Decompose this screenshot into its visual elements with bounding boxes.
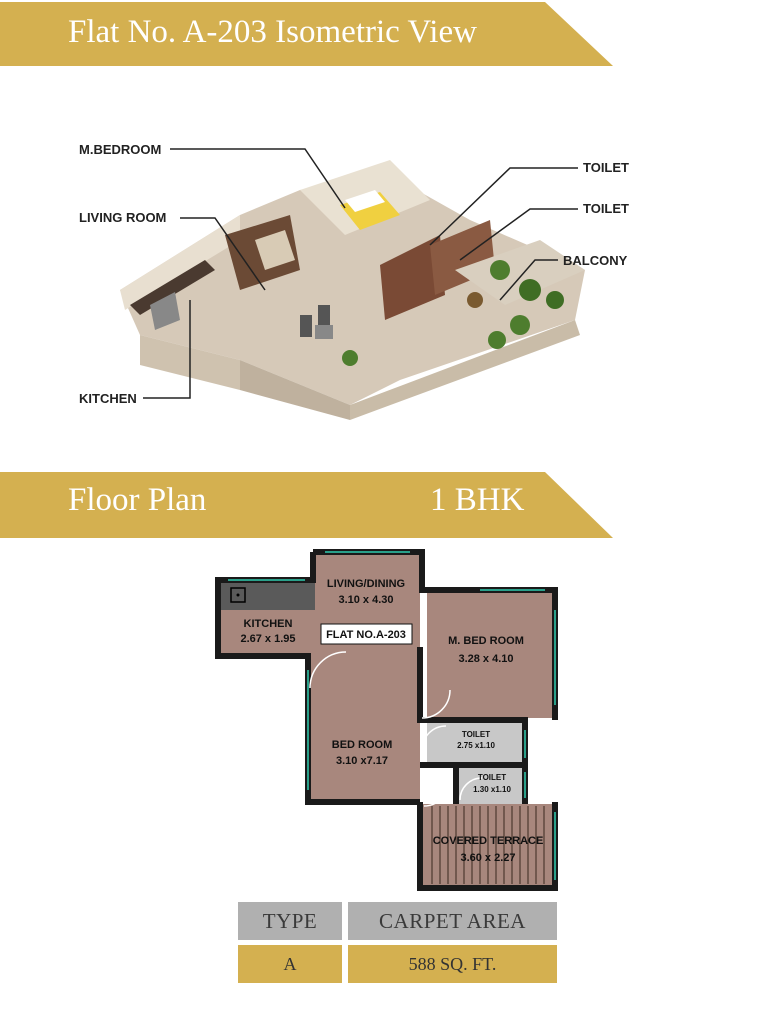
iso-dining-chair — [318, 305, 330, 327]
toilet-1-name: TOILET — [462, 730, 490, 739]
iso-plant — [488, 331, 506, 349]
spec-header-type: TYPE — [238, 902, 342, 940]
iso-front-wall-2 — [240, 360, 350, 420]
master-bedroom-name: M. BED ROOM — [448, 635, 524, 647]
floor-plan-banner: Floor Plan 1 BHK — [0, 472, 615, 538]
leader-living — [180, 217, 266, 291]
bedroom-size: 3.10 x7.17 — [336, 755, 388, 767]
plan-windows — [228, 551, 556, 880]
iso-dining-table — [315, 325, 333, 339]
iso-kitchen-appliance — [150, 292, 180, 330]
living-dining-name: LIVING/DINING — [327, 578, 405, 590]
callout-living-room: LIVING ROOM — [79, 210, 167, 225]
iso-plant — [519, 279, 541, 301]
spec-value-type: A — [238, 945, 342, 983]
callout-balcony: BALCONY — [563, 253, 628, 268]
toilet-1-size: 2.75 x1.10 — [457, 741, 495, 750]
flat-label: FLAT NO.A-203 — [326, 629, 406, 641]
callout-toilet-1: TOILET — [583, 160, 629, 175]
leader-toilet-1 — [429, 167, 578, 246]
iso-kitchen-wall — [120, 215, 240, 310]
terrace-hatching — [431, 806, 545, 884]
leader-toilet-2 — [459, 208, 578, 261]
kitchen-sink-drain — [236, 593, 240, 597]
spec-header-carpet-area: CARPET AREA — [348, 902, 557, 940]
kitchen-name: KITCHEN — [244, 618, 293, 630]
kitchen-sink-icon — [230, 587, 246, 603]
leader-m-bedroom — [170, 148, 346, 209]
room-bedroom — [308, 647, 420, 802]
floor-plan-title: Floor Plan — [68, 482, 207, 518]
iso-balcony — [455, 240, 585, 305]
iso-plant — [490, 260, 510, 280]
toilet-2-size: 1.30 x1.10 — [473, 785, 511, 794]
toilet-2-name: TOILET — [478, 773, 506, 782]
bedroom-name: BED ROOM — [332, 739, 393, 751]
terrace-name: COVERED TERRACE — [433, 835, 544, 847]
room-toilet-1 — [427, 722, 522, 762]
plan-doors — [309, 651, 483, 807]
floor-plan-drawing: FLAT NO.A-203 LIVING/DINING 3.10 x 4.30 … — [215, 549, 558, 891]
iso-living-table — [255, 230, 295, 270]
leader-kitchen — [143, 300, 191, 399]
room-master-bedroom — [427, 590, 552, 718]
callout-kitchen: KITCHEN — [79, 391, 137, 406]
iso-front-wall-3 — [350, 320, 580, 420]
kitchen-size: 2.67 x 1.95 — [240, 633, 295, 645]
leader-balcony — [499, 259, 558, 301]
banner-shape — [0, 2, 613, 66]
iso-dining-chair — [300, 315, 312, 337]
isometric-illustration — [120, 148, 585, 420]
living-dining-size: 3.10 x 4.30 — [338, 594, 393, 606]
callout-m-bedroom: M.BEDROOM — [79, 142, 162, 157]
iso-view-banner: Flat No. A-203 Isometric View — [0, 2, 615, 66]
master-bedroom-size: 3.28 x 4.10 — [458, 653, 513, 665]
banner-shape — [0, 472, 613, 538]
iso-kitchen-counter — [130, 260, 215, 315]
room-toilet-2 — [459, 767, 522, 804]
flat-label-box — [320, 623, 413, 645]
iso-chair — [467, 292, 483, 308]
kitchen-counter — [220, 580, 315, 610]
iso-plant — [546, 291, 564, 309]
callout-toilet-2: TOILET — [583, 201, 629, 216]
iso-view-title: Flat No. A-203 Isometric View — [68, 14, 477, 50]
room-covered-terrace — [422, 804, 552, 886]
iso-plant — [510, 315, 530, 335]
iso-toilet-wall — [380, 235, 445, 320]
terrace-size: 3.60 x 2.27 — [460, 852, 515, 864]
flat-type-label: 1 BHK — [430, 482, 525, 518]
spec-value-carpet-area: 588 SQ. FT. — [348, 945, 557, 983]
iso-bed-sheet — [345, 190, 385, 212]
iso-plant — [342, 350, 358, 366]
